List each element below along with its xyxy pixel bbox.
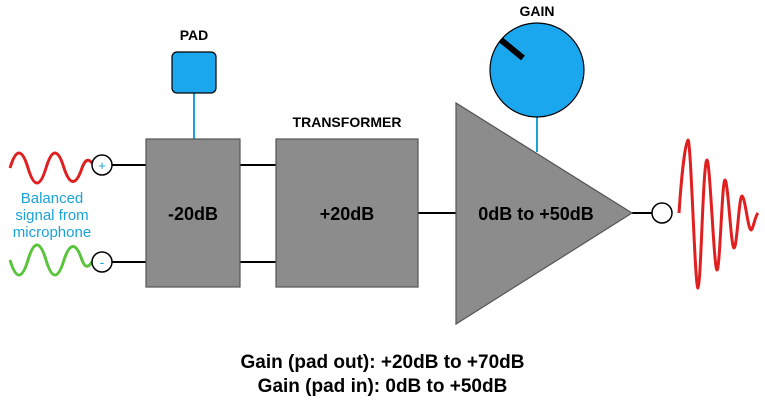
minus-terminal-sign: - <box>100 254 105 270</box>
positive-input-wave <box>8 151 94 185</box>
amplifier-block <box>455 101 634 326</box>
source-label-line1: Balanced <box>21 190 84 207</box>
gain-caption-pad-in: Gain (pad in): 0dB to +50dB <box>257 376 508 397</box>
pad-switch[interactable] <box>171 51 217 94</box>
pad-block-value: -20dB <box>168 204 218 224</box>
transformer-block-value: +20dB <box>320 204 375 224</box>
gain-knob-pointer <box>499 37 525 61</box>
transformer-block <box>275 138 419 288</box>
pad-label: PAD <box>180 27 209 43</box>
output-wave <box>677 138 760 290</box>
amplifier-block-value: 0dB to +50dB <box>478 204 594 224</box>
negative-input-wave <box>8 243 94 277</box>
plus-terminal-sign: + <box>98 158 106 173</box>
source-label-line2: signal from <box>15 207 88 224</box>
gain-label: GAIN <box>520 3 555 19</box>
source-label-line3: microphone <box>13 224 91 241</box>
transformer-label: TRANSFORMER <box>293 114 402 130</box>
pad-block <box>145 138 241 288</box>
gain-knob[interactable] <box>489 22 585 118</box>
gain-caption-pad-out: Gain (pad out): +20dB to +70dB <box>240 352 525 373</box>
output-terminal <box>651 202 673 224</box>
